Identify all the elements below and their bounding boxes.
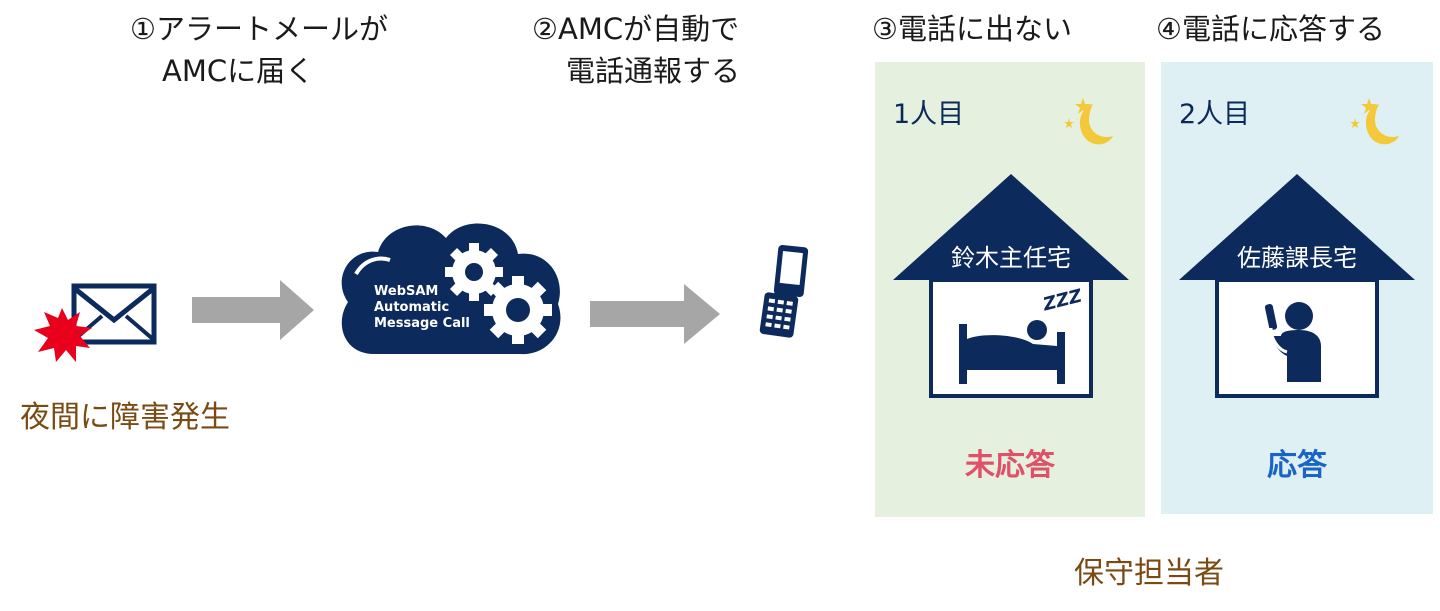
step-2-line-1: ②AMCが自動で — [532, 12, 740, 46]
envelope-icon — [71, 283, 157, 345]
step-2-heading: ②AMCが自動で 電話通報する — [532, 8, 740, 92]
house-1-name: 鈴木主任宅 — [951, 244, 1071, 272]
moon-icon — [1064, 98, 1113, 145]
panel-2-number: 2人目 — [1179, 99, 1251, 130]
amc-cloud-text: WebSAM Automatic Message Call — [374, 284, 470, 332]
maintainer-label: 保守担当者 — [1074, 556, 1224, 591]
person-on-phone-icon — [1265, 302, 1321, 382]
moon-icon — [1350, 98, 1399, 145]
bed-icon — [959, 320, 1065, 384]
star-icon — [1350, 118, 1360, 128]
arrow-right-icon — [590, 284, 720, 344]
star-icon — [1075, 98, 1091, 114]
panel-1-number: 1人目 — [893, 99, 965, 130]
step-1-heading: ①アラートメールが AMCに届く — [130, 8, 388, 92]
gear-icon — [484, 276, 552, 344]
cloud-line-2: Automatic — [374, 300, 450, 315]
incident-label: 夜間に障害発生 — [20, 400, 230, 435]
alert-mail-graphic — [34, 283, 157, 362]
house-2-result: 応答 — [1267, 448, 1327, 483]
step-2-line-2: 電話通報する — [566, 54, 741, 88]
step-1-line-1: ①アラートメールが — [130, 12, 388, 46]
step-4-heading: ④電話に応答する — [1156, 12, 1385, 46]
house-icon — [1179, 174, 1415, 398]
star-icon — [1064, 118, 1074, 128]
amc-cloud-logo — [341, 223, 561, 355]
step-1-line-2: AMCに届く — [162, 54, 315, 88]
step-3-heading: ③電話に出ない — [872, 12, 1072, 46]
cloud-line-1: WebSAM — [374, 284, 439, 299]
arrow-right-icon — [192, 280, 314, 340]
house-1-result: 未応答 — [965, 448, 1055, 483]
responder-panel-2: 2人目 佐藤課長宅 応答 — [1161, 62, 1433, 514]
burst-icon — [34, 308, 92, 362]
flip-phone-icon — [759, 244, 809, 338]
star-icon — [1361, 98, 1377, 114]
responder-panel-1: 1人目 鈴木主任宅 ZZZ 未応答 — [875, 62, 1145, 517]
cloud-line-3: Message Call — [374, 316, 470, 331]
house-2-name: 佐藤課長宅 — [1237, 244, 1357, 272]
